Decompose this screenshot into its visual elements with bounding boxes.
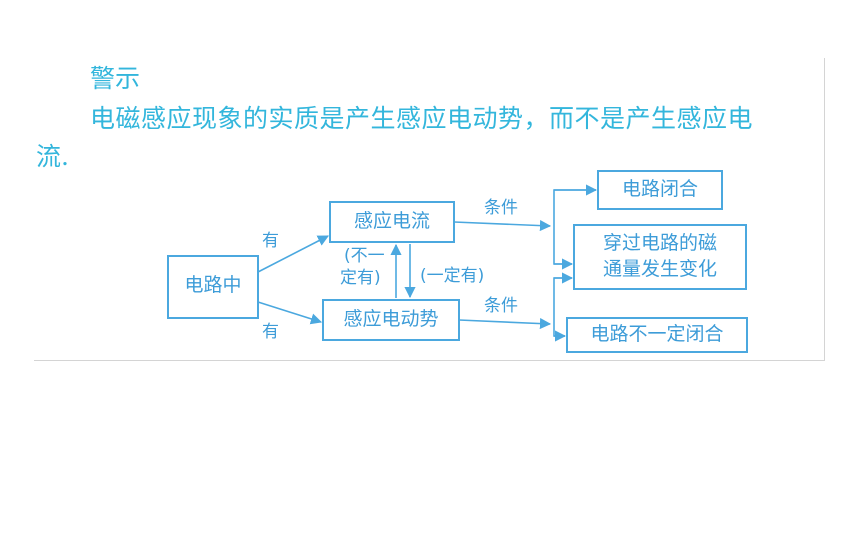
label-necessarily: (一定有) bbox=[420, 266, 485, 286]
concept-diagram: 电路中 感应电流 感应电动势 电路闭合 穿过电路的磁 通量发生变化 电路不一定闭… bbox=[158, 166, 755, 356]
node-induced-current: 感应电流 bbox=[353, 210, 430, 232]
arrow-circuit-to-current bbox=[257, 235, 329, 273]
content-card bbox=[34, 58, 825, 361]
node-circuit: 电路中 bbox=[184, 274, 242, 296]
arrow-circuit-to-emf bbox=[257, 301, 323, 325]
label-condition-bottom: 条件 bbox=[484, 296, 518, 316]
node-box-flux-change bbox=[573, 224, 747, 290]
node-flux-change-line2: 通量发生变化 bbox=[602, 258, 717, 280]
warning-text-line1: 电磁感应现象的实质是产生感应电动势，而不是产生感应电 bbox=[90, 104, 754, 133]
label-has-bottom: 有 bbox=[262, 322, 279, 342]
label-condition-top: 条件 bbox=[484, 198, 518, 218]
warning-text-line2: 流. bbox=[36, 142, 69, 171]
label-not-necessarily-line1: (不一 bbox=[344, 246, 385, 266]
node-box-circuit bbox=[167, 255, 259, 319]
label-has-top: 有 bbox=[262, 231, 279, 251]
diagram-lines bbox=[167, 170, 748, 353]
warning-heading: 警示 bbox=[90, 64, 141, 93]
node-box-circuit-closed bbox=[597, 170, 723, 210]
node-flux-change-line1: 穿过电路的磁 bbox=[602, 232, 717, 254]
label-not-necessarily-line2: 定有) bbox=[340, 268, 381, 288]
node-induced-emf: 感应电动势 bbox=[343, 308, 439, 330]
node-box-circuit-not-closed bbox=[566, 317, 748, 353]
arrow-current-condition bbox=[453, 219, 552, 232]
node-circuit-not-closed: 电路不一定闭合 bbox=[590, 323, 724, 345]
arrow-emf-condition bbox=[458, 317, 552, 330]
node-circuit-closed: 电路闭合 bbox=[621, 178, 698, 200]
